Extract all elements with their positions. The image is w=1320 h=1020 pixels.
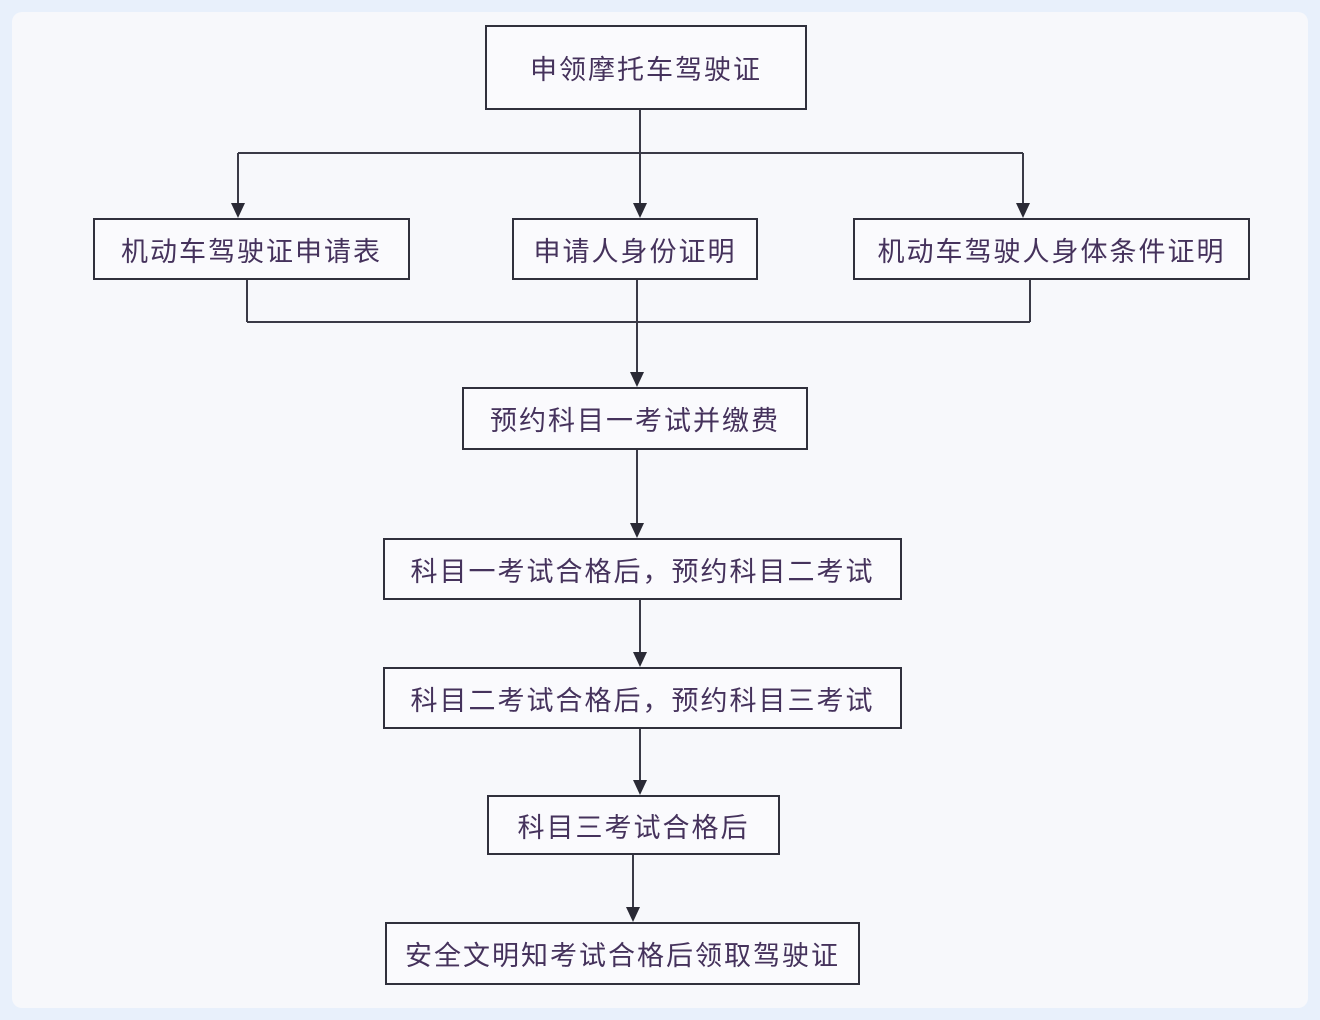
connector-lines <box>237 110 1031 908</box>
flow-node-pass-subject2-book-subject3: 科目二考试合格后，预约科目三考试 <box>383 667 902 729</box>
flow-node-book-subject1-pay: 预约科目一考试并缴费 <box>462 387 808 450</box>
arrow-down-icon <box>231 203 245 218</box>
flow-node-apply-license: 申领摩托车驾驶证 <box>485 25 807 110</box>
flow-node-pass-subject3: 科目三考试合格后 <box>487 795 780 855</box>
flow-node-application-form: 机动车驾驶证申请表 <box>93 218 410 280</box>
flow-node-safety-exam-get-license: 安全文明知考试合格后领取驾驶证 <box>385 922 860 985</box>
arrowheads <box>231 203 1030 922</box>
arrow-down-icon <box>630 523 644 538</box>
arrow-down-icon <box>633 780 647 795</box>
arrow-down-icon <box>630 372 644 387</box>
arrow-down-icon <box>626 907 640 922</box>
flow-node-pass-subject1-book-subject2: 科目一考试合格后，预约科目二考试 <box>383 538 902 600</box>
arrow-down-icon <box>633 203 647 218</box>
flow-node-identity-proof: 申请人身份证明 <box>512 218 758 280</box>
arrow-down-icon <box>1016 203 1030 218</box>
arrow-down-icon <box>633 652 647 667</box>
flow-node-physical-condition-proof: 机动车驾驶人身体条件证明 <box>853 218 1250 280</box>
